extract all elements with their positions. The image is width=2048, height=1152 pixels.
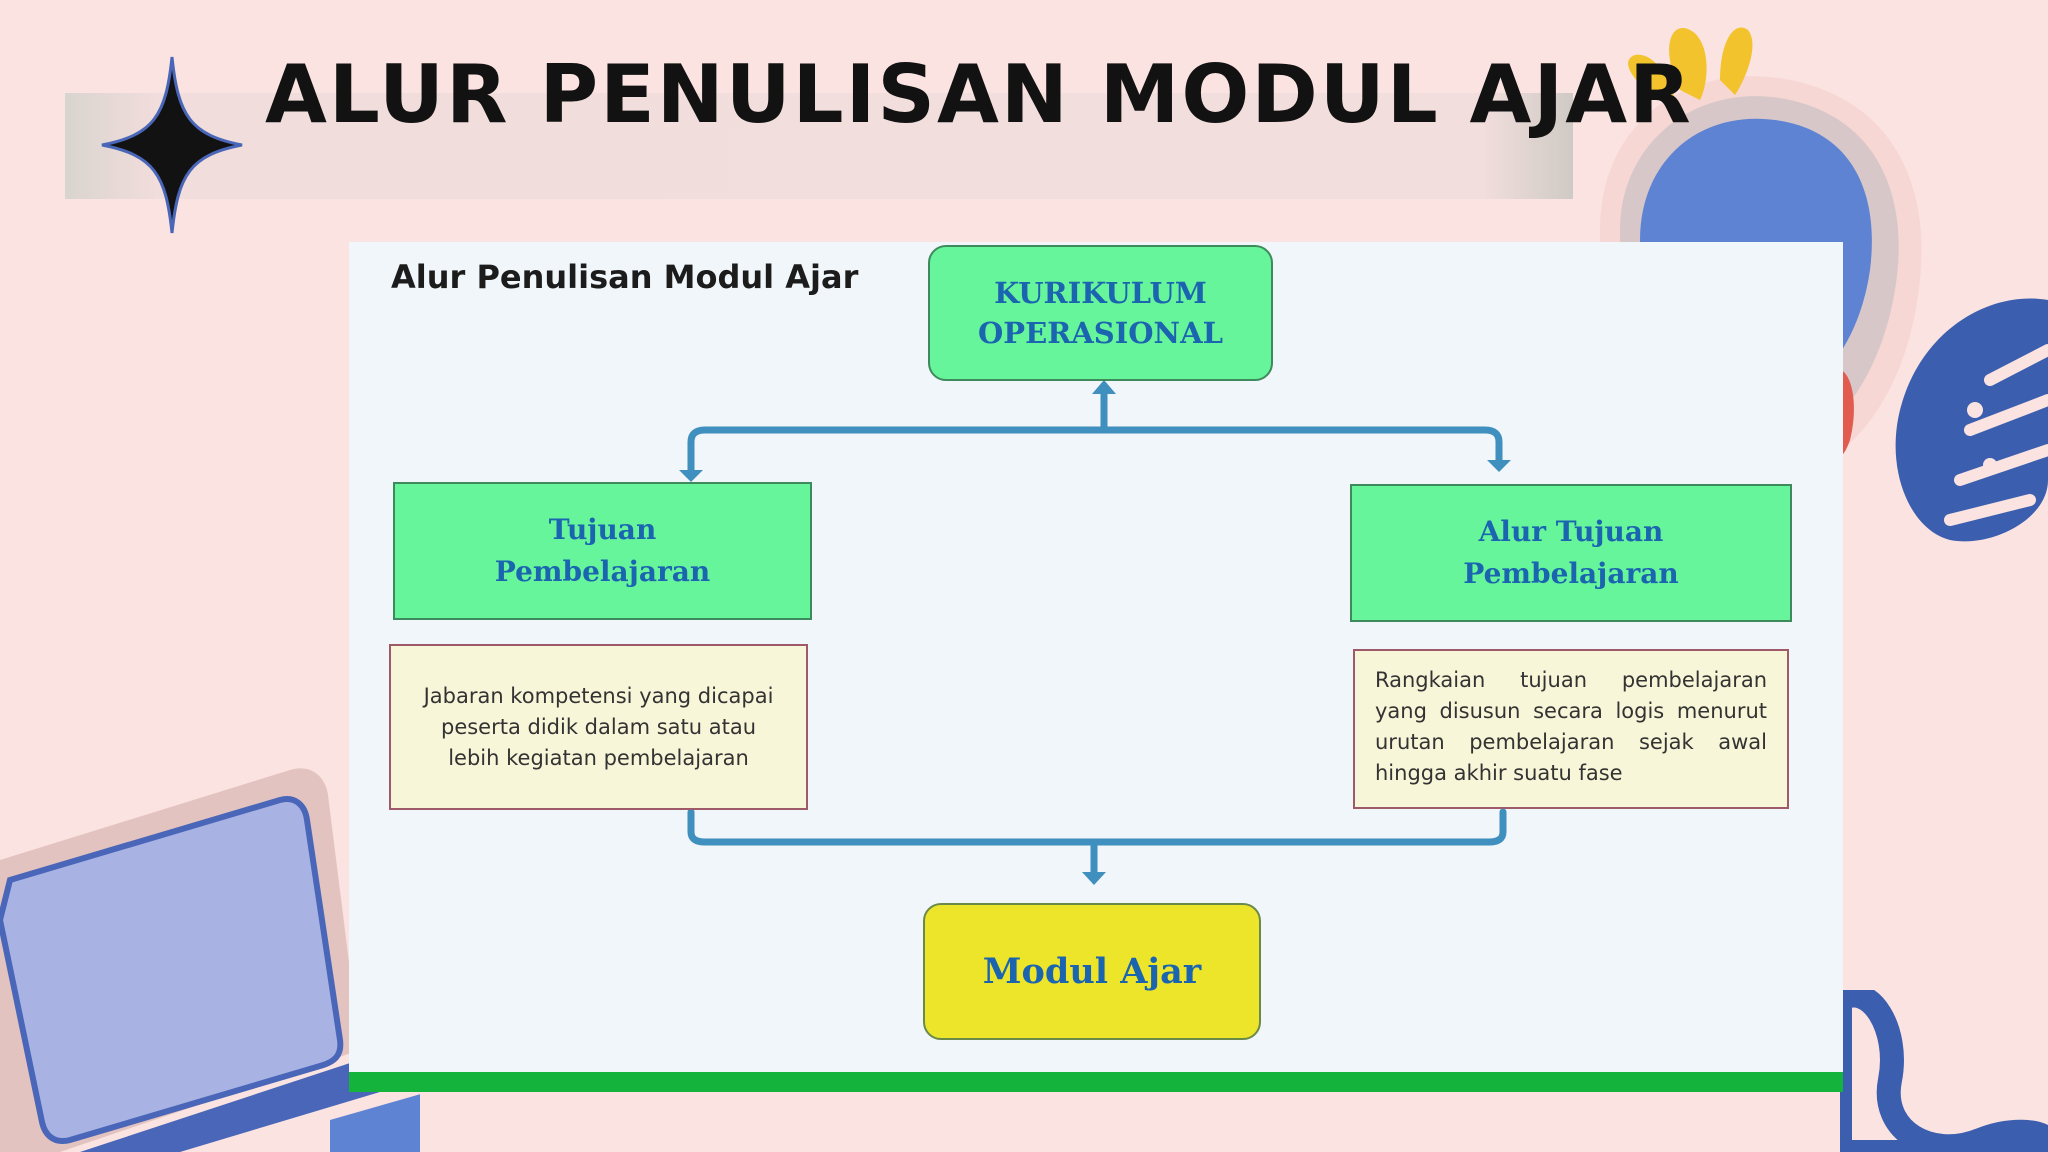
title-banner [65,93,1573,199]
sparkle-star-icon [101,56,243,234]
diagram-title: Alur Penulisan Modul Ajar [391,258,859,296]
laptop-decoration [0,768,420,1152]
node-kurikulum-operasional: KURIKULUM OPERASIONAL [928,245,1273,381]
bottom-accent-strip [349,1072,1843,1092]
description-alur: Rangkaian tujuan pembelajaran yang disus… [1353,649,1789,809]
flow-connectors [679,380,1511,885]
node-alur-line1: Alur Tujuan [1478,515,1664,548]
diagram-card: Alur Penulisan Modul Ajar KURIKULUM OPER… [349,242,1843,1092]
node-alur-line2: Pembelajaran [1463,557,1679,590]
node-modul-ajar: Modul Ajar [923,903,1261,1040]
page-title: ALUR PENULISAN MODUL AJAR [265,48,1693,141]
node-kurikulum-line2: OPERASIONAL [978,316,1223,350]
monstera-leaf-decoration [1895,298,2048,542]
description-tujuan: Jabaran kompetensi yang dicapai peserta … [389,644,808,810]
node-tujuan-line2: Pembelajaran [494,555,711,588]
wave-decoration [1840,990,2048,1152]
node-kurikulum-line1: KURIKULUM [994,276,1207,310]
node-alur-tujuan-pembelajaran: Alur Tujuan Pembelajaran [1350,484,1792,622]
node-tujuan-pembelajaran: Tujuan Pembelajaran [393,482,812,620]
node-tujuan-line1: Tujuan [548,513,657,546]
